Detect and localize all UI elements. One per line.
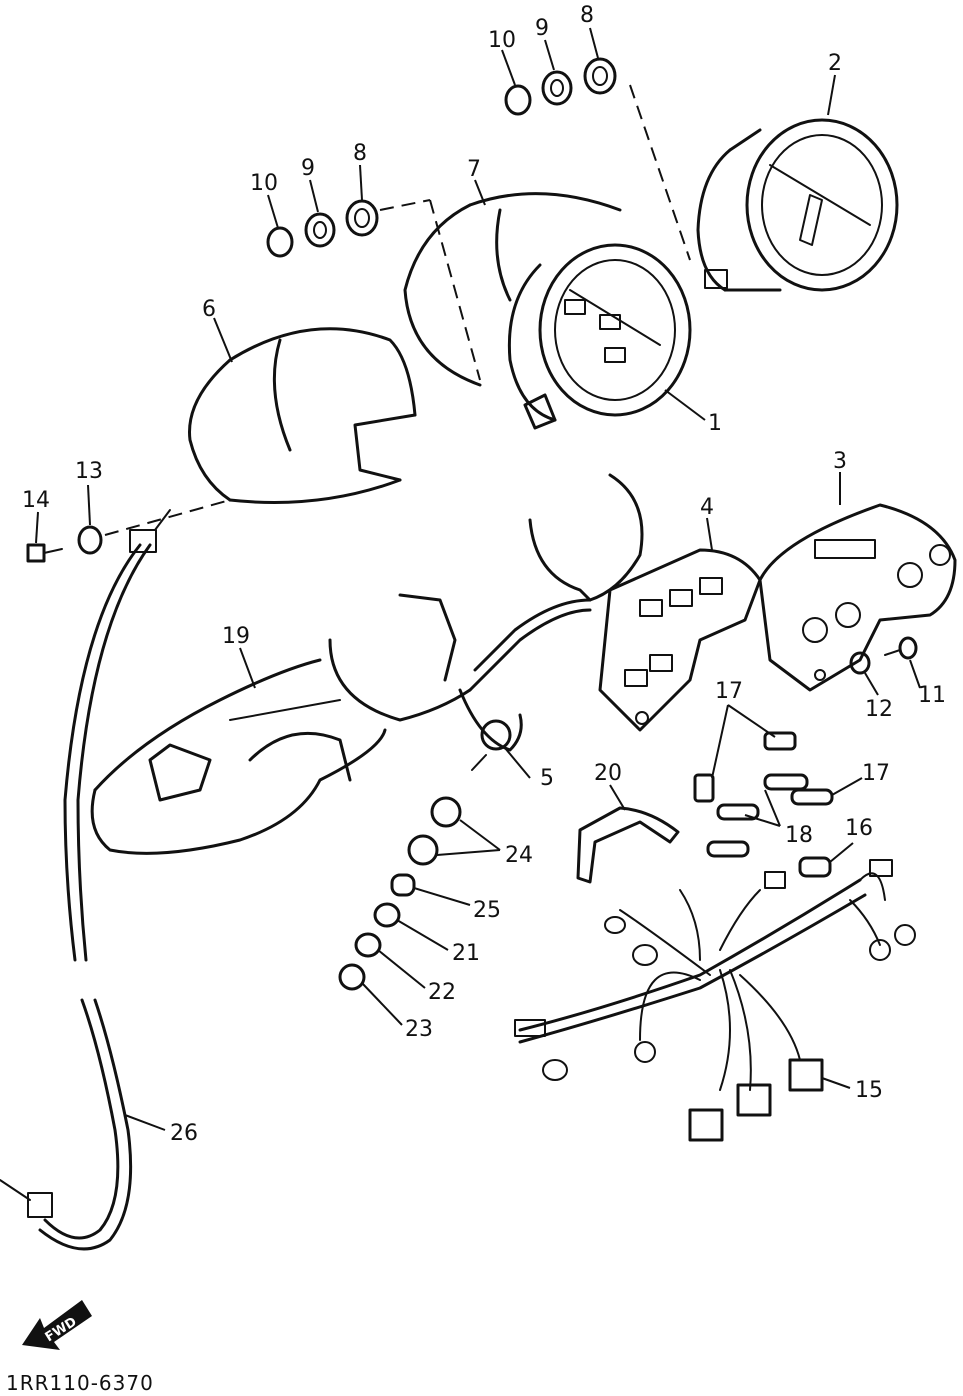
part-25-collar: [390, 873, 416, 897]
callout-11: 11: [918, 683, 946, 708]
callout-14: 14: [22, 488, 50, 513]
part-6-gauge-cover: [188, 327, 417, 504]
callout-16: 16: [845, 816, 873, 841]
part-19-lower-housing: [90, 658, 387, 855]
callout-labels: 1 2 3 4 5 6 7 8 9 10 8 9 10 11 12 13 14 …: [22, 3, 946, 1146]
part-8-9-10-lower-hardware: [266, 199, 379, 258]
part-21-washer: [373, 902, 401, 928]
part-8-9-10-upper-hardware: [504, 57, 617, 116]
callout-26: 26: [170, 1121, 198, 1146]
callout-9-upper: 9: [535, 16, 549, 41]
part-18-bulbs: [706, 773, 809, 858]
part-17-bulb-c: [790, 788, 834, 806]
part-5-handlebar-bracket: [328, 473, 644, 771]
part-1-speedometer: [507, 243, 692, 430]
callout-8-lower: 8: [353, 141, 367, 166]
callout-3: 3: [833, 449, 847, 474]
part-4-indicator-panel: [598, 548, 762, 732]
callout-13: 13: [75, 459, 103, 484]
callout-12: 12: [865, 697, 893, 722]
forward-arrow-icon: FWD: [22, 1300, 92, 1350]
callout-24: 24: [505, 843, 533, 868]
part-2-tachometer: [696, 118, 899, 292]
part-17-socket-b: [693, 773, 715, 803]
part-11-screw: [884, 636, 918, 660]
callout-1: 1: [708, 411, 722, 436]
callout-2: 2: [828, 51, 842, 76]
part-12-nut: [849, 651, 871, 675]
part-3-upper-housing: [758, 503, 957, 692]
callout-15: 15: [855, 1078, 883, 1103]
callout-leaders: [35, 27, 921, 1131]
callout-21: 21: [452, 941, 480, 966]
callout-20: 20: [594, 761, 622, 786]
callout-5: 5: [540, 766, 554, 791]
callout-17-upper: 17: [715, 679, 743, 704]
drawing-id: 1RR110-6370: [6, 1371, 154, 1395]
callout-17-right: 17: [862, 761, 890, 786]
leaders-17-18: [711, 704, 863, 827]
part-24-grommets: [407, 796, 462, 866]
callout-6: 6: [202, 297, 216, 322]
callout-10-lower: 10: [250, 171, 278, 196]
part-16-bulb: [798, 856, 832, 878]
part-14-bolt: [26, 543, 63, 563]
callout-18: 18: [785, 823, 813, 848]
callout-4: 4: [700, 495, 714, 520]
part-23-nut: [338, 963, 366, 991]
callout-19: 19: [222, 624, 250, 649]
callout-8-upper: 8: [580, 3, 594, 28]
callout-7: 7: [467, 157, 481, 182]
part-17-socket-a: [763, 731, 797, 751]
part-15-wire-harness: [514, 859, 916, 1142]
part-22-washer: [354, 932, 382, 958]
alignment-lines: [104, 84, 691, 536]
part-13-washer: [77, 525, 103, 555]
part-26-cable: [0, 509, 171, 1251]
callout-23: 23: [405, 1017, 433, 1042]
callout-22: 22: [428, 980, 456, 1005]
callout-25: 25: [473, 898, 501, 923]
callout-9-lower: 9: [301, 156, 315, 181]
part-7-gauge-cover: [403, 192, 622, 387]
part-20-plate: [576, 806, 680, 884]
callout-10-upper: 10: [488, 28, 516, 53]
